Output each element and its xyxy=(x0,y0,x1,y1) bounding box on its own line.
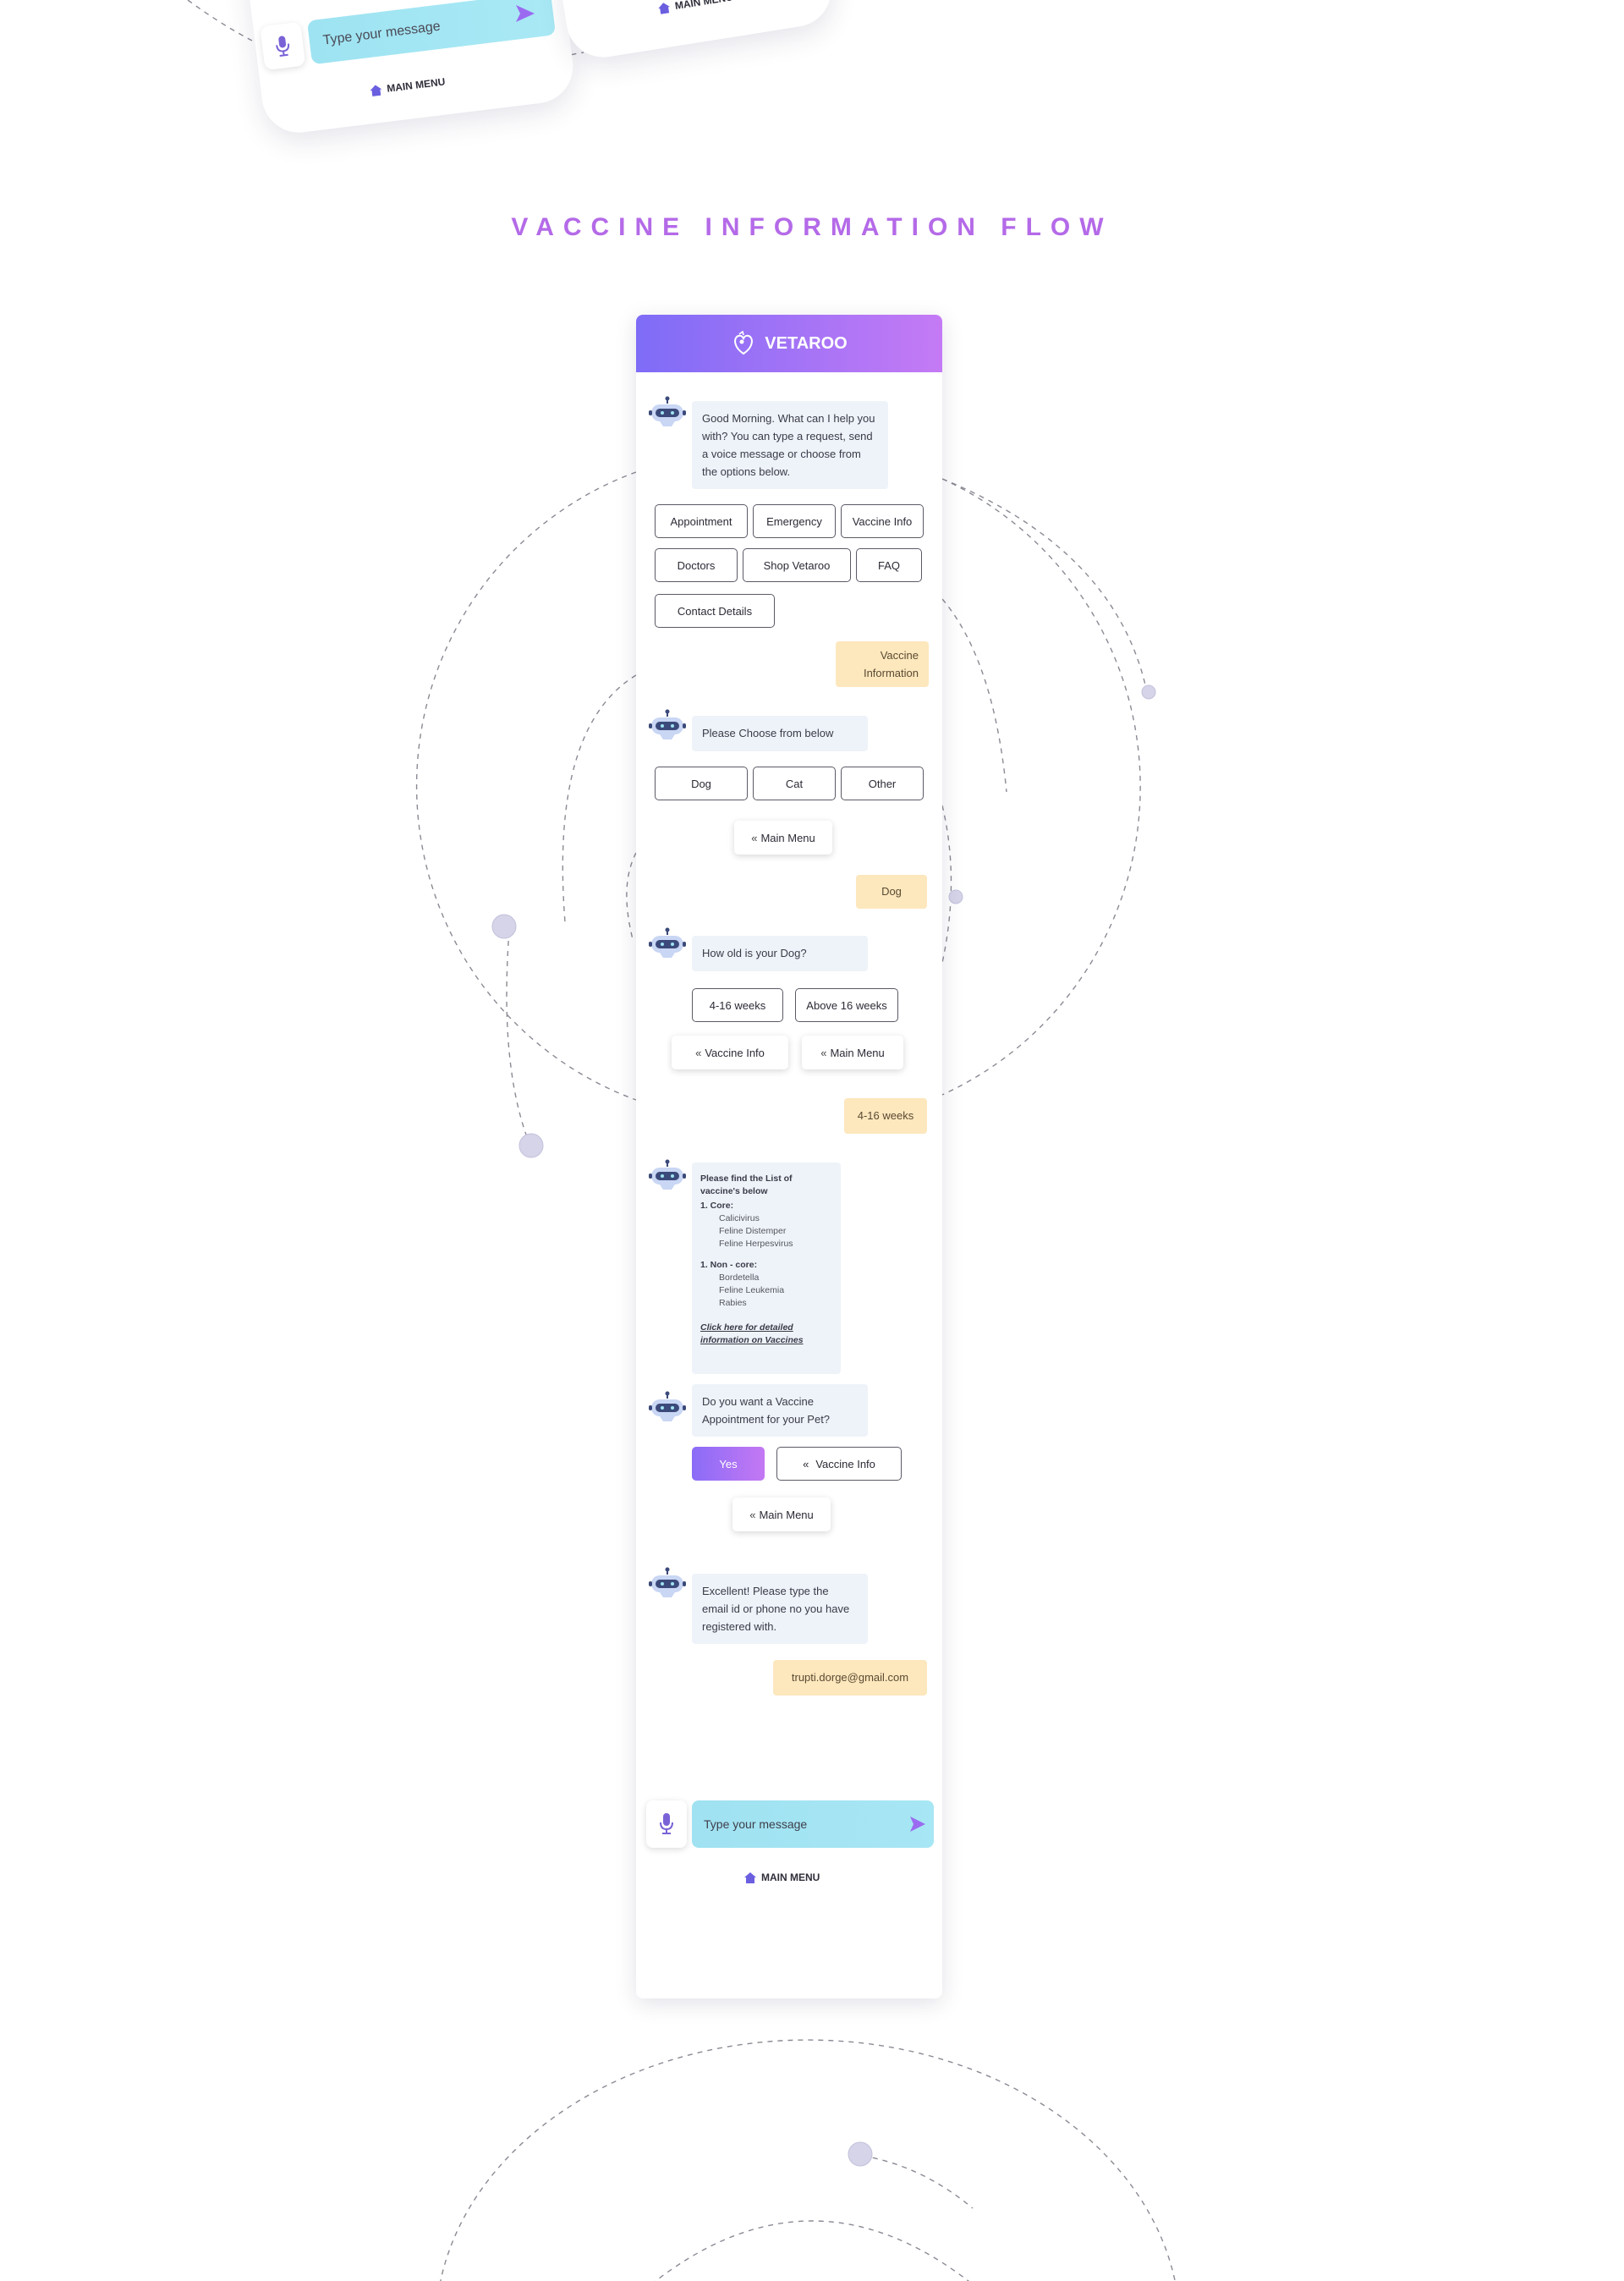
home-icon xyxy=(370,84,382,96)
main-menu-button[interactable]: « Main Menu xyxy=(732,1498,831,1531)
message-input[interactable]: Type your message xyxy=(692,1800,934,1848)
robot-icon xyxy=(649,1159,686,1190)
noncore-label: 1. Non - core: xyxy=(700,1260,758,1270)
previous-flow-card-2: MAIN MENU xyxy=(553,0,837,63)
main-menu-label: MAIN MENU xyxy=(673,0,734,13)
main-menu-label: Main Menu xyxy=(830,1046,885,1059)
double-chevron-left-icon: « xyxy=(751,831,757,844)
microphone-button[interactable] xyxy=(646,1800,687,1848)
user-reply-dog: Dog xyxy=(856,875,927,909)
list-item: Feline Leukemia xyxy=(719,1285,785,1295)
robot-icon xyxy=(649,1391,686,1421)
main-menu-label: MAIN MENU xyxy=(386,75,447,95)
option-above-16-weeks[interactable]: Above 16 weeks xyxy=(795,988,898,1022)
user-reply-email: trupti.dorge@gmail.com xyxy=(773,1660,927,1696)
list-item: Feline Herpesvirus xyxy=(719,1239,793,1249)
main-menu-label: MAIN MENU xyxy=(761,1872,820,1883)
bot-greeting-bubble: Good Morning. What can I help you with? … xyxy=(692,401,888,489)
previous-flow-card: Type your message MAIN MENU xyxy=(239,0,578,137)
option-cat[interactable]: Cat xyxy=(753,767,836,800)
option-emergency[interactable]: Emergency xyxy=(753,504,836,538)
main-menu-label: Main Menu xyxy=(760,831,815,844)
vaccine-info-back-button[interactable]: « Vaccine Info xyxy=(672,1036,788,1069)
double-chevron-left-icon: « xyxy=(695,1046,701,1059)
vaccine-list-bubble: Please find the List of vaccine's below … xyxy=(692,1162,841,1374)
main-menu-link-preview-2[interactable]: MAIN MENU xyxy=(657,0,734,14)
list-item: Calicivirus xyxy=(719,1213,760,1223)
double-chevron-left-icon: « xyxy=(820,1046,826,1059)
option-contact-details[interactable]: Contact Details xyxy=(655,594,775,628)
vaccine-list-title: Please find the List of vaccine's below xyxy=(700,1173,793,1196)
user-reply-vaccine-information: Vaccine Information xyxy=(836,641,929,687)
bot-choose-bubble: Please Choose from below xyxy=(692,716,868,751)
microphone-icon xyxy=(660,1813,673,1834)
list-item: Rabies xyxy=(719,1298,747,1308)
home-icon xyxy=(744,1872,756,1883)
robot-icon xyxy=(649,396,686,426)
main-menu-button[interactable]: « Main Menu xyxy=(802,1036,903,1069)
main-menu-link[interactable]: MAIN MENU xyxy=(744,1872,820,1883)
option-shop-vetaroo[interactable]: Shop Vetaroo xyxy=(743,548,851,582)
yes-button[interactable]: Yes xyxy=(692,1447,765,1481)
home-icon xyxy=(658,2,670,14)
option-dog[interactable]: Dog xyxy=(655,767,748,800)
chat-phone-mockup: VETAROO Good Morning. What can I help yo… xyxy=(636,315,942,1998)
double-chevron-left-icon: « xyxy=(803,1457,809,1470)
main-menu-link-preview[interactable]: MAIN MENU xyxy=(370,75,446,96)
option-other[interactable]: Other xyxy=(841,767,924,800)
option-appointment[interactable]: Appointment xyxy=(655,504,748,538)
vaccine-info-back-button[interactable]: « Vaccine Info xyxy=(776,1447,902,1481)
robot-icon xyxy=(649,1567,686,1597)
send-icon[interactable] xyxy=(908,1815,927,1833)
user-reply-4-16-weeks: 4-16 weeks xyxy=(844,1098,927,1134)
bot-appointment-bubble: Do you want a Vaccine Appointment for yo… xyxy=(692,1384,868,1437)
double-chevron-left-icon: « xyxy=(749,1508,755,1521)
option-faq[interactable]: FAQ xyxy=(856,548,922,582)
microphone-icon xyxy=(276,36,290,57)
vaccine-info-label: Vaccine Info xyxy=(705,1046,765,1059)
main-menu-label: Main Menu xyxy=(759,1508,814,1521)
vaccine-details-link[interactable]: Click here for detailed information on V… xyxy=(700,1322,804,1345)
main-menu-button[interactable]: «Main Menu xyxy=(734,821,832,855)
vetaroo-logo-icon xyxy=(734,331,754,355)
bot-register-bubble: Excellent! Please type the email id or p… xyxy=(692,1574,868,1644)
send-icon xyxy=(516,5,535,22)
bot-age-bubble: How old is your Dog? xyxy=(692,936,868,971)
microphone-button[interactable] xyxy=(260,21,306,71)
option-vaccine-info[interactable]: Vaccine Info xyxy=(841,504,924,538)
option-doctors[interactable]: Doctors xyxy=(655,548,738,582)
core-label: 1. Core: xyxy=(700,1201,734,1211)
section-title: VACCINE INFORMATION FLOW xyxy=(511,213,1113,241)
option-4-16-weeks[interactable]: 4-16 weeks xyxy=(692,988,783,1022)
list-item: Feline Distemper xyxy=(719,1226,787,1236)
list-item: Bordetella xyxy=(719,1272,760,1283)
vaccine-info-label: Vaccine Info xyxy=(815,1457,875,1470)
robot-icon xyxy=(649,709,686,739)
brand-name: VETAROO xyxy=(765,333,848,353)
app-header: VETAROO xyxy=(636,315,942,372)
robot-icon xyxy=(649,927,686,958)
